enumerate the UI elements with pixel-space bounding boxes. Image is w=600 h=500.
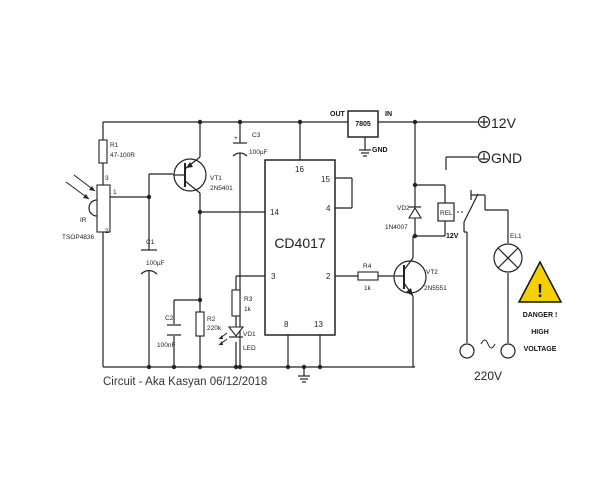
vt1-value: 2N5401: [210, 185, 233, 192]
mains-220v-input: 220V: [459, 339, 516, 383]
resistor-r2: R2 220k: [195, 311, 222, 337]
ic-pin-15: 15: [321, 175, 330, 184]
vd1-ref: VD1: [243, 331, 256, 338]
vd2-ref: VD2: [397, 205, 410, 212]
power-12v-terminal: 12V: [472, 115, 517, 131]
transistor-vt2: VT2 2N5551: [393, 257, 447, 297]
regulator-in-label: IN: [385, 111, 392, 118]
gnd-label: GND: [491, 150, 522, 166]
r3-value: 1k: [244, 306, 252, 313]
capacitor-c3: + C3 100µF: [232, 132, 268, 157]
regulator-out-label: OUT: [330, 111, 346, 118]
ir-pin2: 2: [105, 228, 109, 235]
resistor-r1: R1 47-100R: [98, 139, 135, 164]
svg-text:+: +: [234, 135, 238, 142]
resistor-r3: R3 1k: [231, 289, 253, 317]
r2-ref: R2: [207, 316, 216, 323]
power-gnd-terminal: GND: [474, 150, 522, 166]
r3-ref: R3: [244, 296, 253, 303]
r4-ref: R4: [363, 263, 372, 270]
ic-pin-3: 3: [271, 272, 276, 281]
ic-pin-8: 8: [284, 320, 289, 329]
warning-sign: ! DANGER ! HIGH VOLTAGE: [517, 260, 563, 353]
ic-cd4017: CD4017 16 15 4 14 3 2 8 13: [264, 159, 336, 336]
capacitor-c1: C1 100µF: [140, 239, 165, 275]
relay-voltage-label: 12V: [446, 233, 459, 240]
c1-value: 100µF: [146, 260, 165, 267]
warning-exclamation-icon: !: [537, 281, 543, 301]
voltage-regulator-7805: 7805 OUT IN GND: [330, 110, 392, 157]
diode-vd2: VD2 1N4007: [385, 198, 422, 236]
regulator-gnd-label: GND: [372, 147, 388, 154]
mains-voltage-label: 220V: [474, 369, 502, 383]
ir-ref: IR: [80, 217, 87, 224]
vt2-value: 2N5551: [424, 285, 447, 292]
warning-triangle-icon: [517, 260, 563, 303]
ground-symbol: [298, 367, 310, 383]
vt2-ref: VT2: [426, 269, 438, 276]
warning-line3: VOLTAGE: [524, 346, 557, 353]
r1-ref: R1: [110, 142, 119, 149]
ic-pin-13: 13: [314, 320, 323, 329]
junction-dots: [146, 119, 418, 370]
warning-line2: HIGH: [531, 329, 549, 336]
transistor-vt1: VT1 2N5401: [173, 156, 233, 194]
warning-line1: DANGER !: [523, 312, 558, 319]
vd1-value: LED: [243, 345, 256, 352]
relay-rel: REL 12V: [437, 190, 479, 240]
resistor-r4: R4 1k: [357, 263, 379, 292]
ic-pin-2: 2: [326, 272, 331, 281]
led-vd1: VD1 LED: [218, 326, 256, 352]
regulator-name: 7805: [355, 121, 371, 128]
c1-ref: C1: [146, 239, 155, 246]
r4-value: 1k: [364, 285, 372, 292]
ir-value: TSOP4836: [62, 234, 95, 241]
el1-ref: EL1: [510, 233, 522, 240]
diagram-caption: Circuit - Aka Kasyan 06/12/2018: [103, 376, 267, 388]
ic-pin-4: 4: [326, 204, 331, 213]
c3-ref: C3: [252, 132, 261, 139]
ir-pin1: 1: [113, 189, 117, 196]
vt1-ref: VT1: [210, 175, 222, 182]
c2-ref: C2: [165, 315, 174, 322]
capacitor-c2: C2 100nF: [157, 315, 181, 349]
ir-pin3: 3: [105, 175, 109, 182]
ic-pin-16: 16: [295, 165, 304, 174]
c2-value: 100nF: [157, 342, 175, 349]
r1-value: 47-100R: [110, 152, 135, 159]
ic-pin-14: 14: [270, 208, 279, 217]
c3-value: 100µF: [249, 149, 268, 156]
ir-receiver-tsop4836: 1 2 3 IR TSOP4836: [62, 174, 117, 241]
vd2-value: 1N4007: [385, 224, 408, 231]
v12-label: 12V: [491, 115, 517, 131]
r2-value: 220k: [207, 325, 222, 332]
lamp-el1: EL1: [493, 233, 523, 273]
ic-name: CD4017: [274, 235, 326, 251]
rel-ref: REL: [440, 210, 453, 217]
